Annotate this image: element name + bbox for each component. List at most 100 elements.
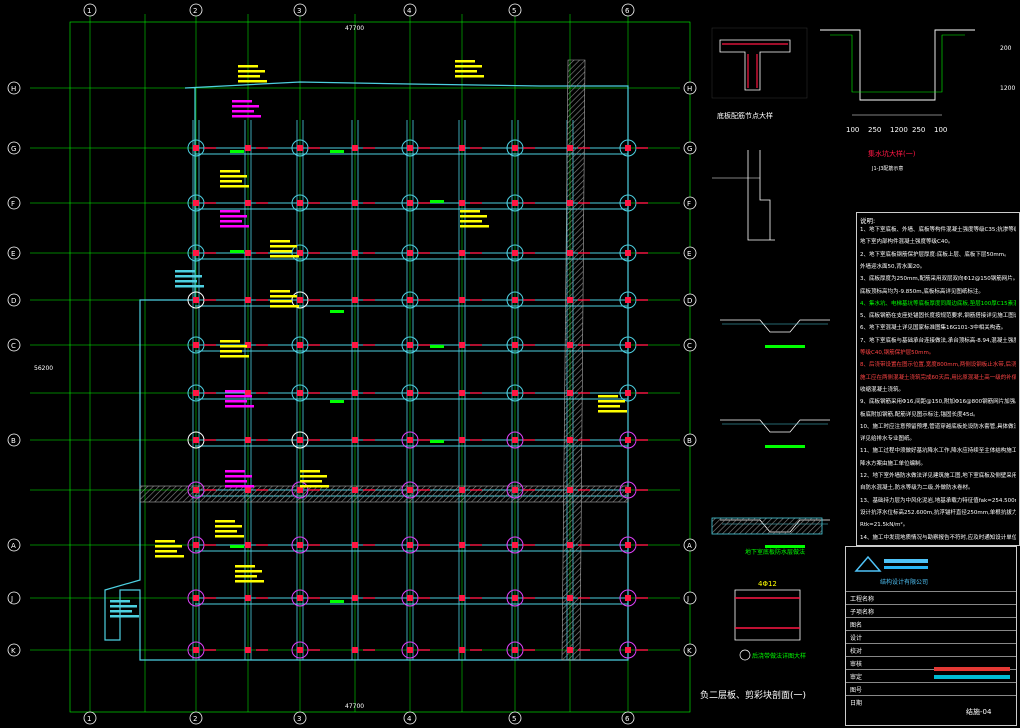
axis-label: 4 <box>407 715 412 723</box>
column-marker <box>567 145 573 151</box>
waterproof-profile <box>720 419 830 433</box>
title-block-divider <box>846 682 1016 683</box>
column-marker <box>625 542 631 548</box>
column-marker <box>193 487 199 493</box>
column-marker <box>512 487 518 493</box>
column-marker <box>193 250 199 256</box>
dimension-label <box>330 600 344 603</box>
column-marker <box>512 542 518 548</box>
annotation-text-block <box>270 300 292 303</box>
annotation-text-block <box>598 410 627 413</box>
annotation-text-block <box>270 250 292 253</box>
column-marker <box>297 595 303 601</box>
column-marker <box>407 647 413 653</box>
pit-dim-text: 1200 <box>890 126 908 134</box>
column-marker <box>193 390 199 396</box>
axis-label: J <box>686 595 689 603</box>
axis-label: E <box>687 250 691 258</box>
title-block-label: 校对 <box>850 648 863 655</box>
column-marker <box>352 200 358 206</box>
detail-callout-bubble <box>739 649 751 661</box>
column-marker <box>459 487 465 493</box>
pit-side-dim: 200 <box>1000 45 1012 52</box>
title-block-divider <box>846 604 1016 605</box>
axis-bubble <box>403 711 417 725</box>
column-marker <box>512 595 518 601</box>
annotation-text-block <box>175 285 204 288</box>
note-line: 3、底板厚度为250mm,配筋采用双层双向Φ12@150钢筋网片。 <box>860 276 1016 283</box>
column-marker <box>297 542 303 548</box>
column-marker <box>245 595 251 601</box>
column-marker <box>625 250 631 256</box>
column-marker <box>459 250 465 256</box>
annotation-text-block <box>220 175 247 178</box>
annotation-text-block <box>270 255 299 258</box>
note-line: 13、基础持力层为中风化泥岩,地基承载力特征值fak=254.500m, <box>860 497 1016 504</box>
dimension-label <box>330 150 344 153</box>
annotation-text-block <box>460 220 482 223</box>
column-marker <box>625 437 631 443</box>
note-line: 11、施工过程中须做好基坑降水工作,降水应持续至主体结构施工完成。 <box>860 448 1016 455</box>
column-marker <box>459 145 465 151</box>
note-line: 4、集水坑、电梯基坑等底板厚度同周边底板,垫层100厚C15素混凝土。 <box>860 300 1016 307</box>
axis-bubble <box>683 141 697 155</box>
dimension-text: 56200 <box>34 365 53 372</box>
detail-caption <box>765 445 805 448</box>
axis-label: 5 <box>512 7 516 15</box>
annotation-text-block <box>175 275 202 278</box>
axis-label: K <box>687 647 692 655</box>
annotation-text-block <box>225 485 254 488</box>
column-marker <box>567 542 573 548</box>
annotation-text-block <box>598 395 618 398</box>
note-line: 底板顶标高均为-9.850m,底板标高详见图纸标注。 <box>860 288 984 295</box>
annotation-text-block <box>270 245 297 248</box>
annotation-text-block <box>220 180 242 183</box>
column-marker <box>459 200 465 206</box>
column-marker <box>352 145 358 151</box>
annotation-text-block <box>220 340 240 343</box>
post-pour-strip-horizontal <box>139 485 629 503</box>
post-pour-strip-vertical <box>561 59 586 661</box>
annotation-text-block <box>155 550 177 553</box>
note-line: 设计抗浮水位标高252.600m,抗浮锚杆直径250mm,单根抗拔力 <box>860 509 1016 516</box>
column-marker <box>352 390 358 396</box>
column-marker <box>245 437 251 443</box>
axis-label: E <box>11 250 15 258</box>
column-marker <box>459 542 465 548</box>
annotation-text-block <box>598 400 625 403</box>
dimension-label <box>430 440 444 443</box>
axis-bubble <box>683 338 697 352</box>
slab-node-title: 底板配筋节点大样 <box>717 111 773 120</box>
axis-label: 6 <box>625 715 630 723</box>
slab-node-detail-frame <box>711 27 808 99</box>
column-marker <box>512 647 518 653</box>
annotation-text-block <box>455 75 484 78</box>
annotation-text-block <box>232 110 254 113</box>
post-pour-section <box>734 589 801 641</box>
annotation-text-block <box>225 405 254 408</box>
note-line: 7、地下室底板与基础承台连接做法,承台顶标高-8.94,混凝土强度 <box>860 337 1016 344</box>
pit-inner <box>830 34 965 93</box>
axis-bubble <box>403 3 417 17</box>
column-marker <box>352 437 358 443</box>
note-line: 9、底板钢筋采用Φ16,间距@150,附加Φ16@800钢筋网片加强。 <box>860 399 1016 406</box>
column-marker <box>193 145 199 151</box>
annotation-text-block <box>220 220 242 223</box>
column-marker <box>193 297 199 303</box>
note-line: 1、地下室底板、外墙、底板等构件混凝土强度等级C35;抗渗等级P8。 <box>860 227 1016 233</box>
column-marker <box>193 595 199 601</box>
pit-dim-text: 100 <box>846 126 859 134</box>
axis-bubble <box>683 538 697 552</box>
column-marker <box>297 342 303 348</box>
annotation-text-block <box>455 60 475 63</box>
column-marker <box>407 542 413 548</box>
annotation-text-block <box>110 615 139 618</box>
axis-label: K <box>11 647 16 655</box>
column-marker <box>297 487 303 493</box>
note-line: 收缩混凝土浇筑。 <box>860 386 905 393</box>
axis-label: B <box>687 437 692 445</box>
cyan-stamp-bar <box>934 675 1010 679</box>
axis-label: G <box>11 145 16 153</box>
